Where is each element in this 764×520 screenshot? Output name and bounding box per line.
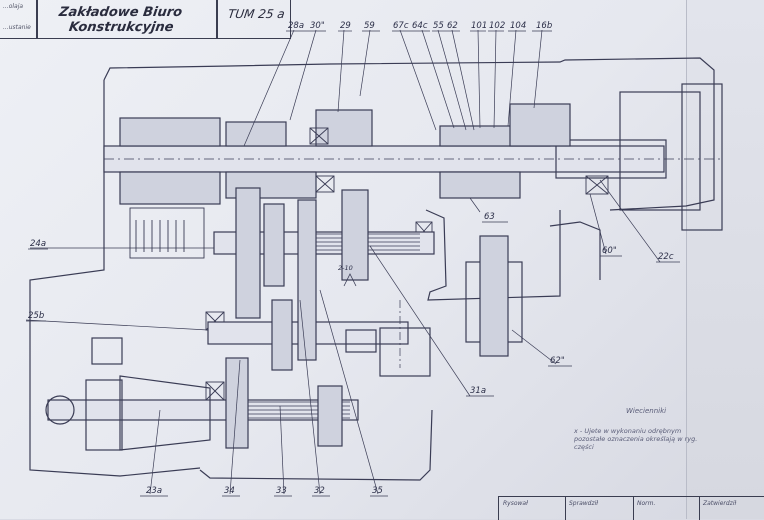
title-block-small-top: ...olaja [3,3,24,10]
callout-label: 62" [550,356,565,366]
chuck-flange [619,91,701,211]
callout-label: 28a [288,21,304,31]
legend-line: pozostałe oznaczenia określają w ryg. cz… [574,435,698,451]
callout-label: 29 [340,21,351,31]
callout-label: 104 [510,21,526,31]
callout-label: 59 [364,21,375,31]
adjacent-sheet [686,0,764,519]
callout-label: 30" [310,21,325,31]
signature-cell: Rysował [503,500,528,507]
callout-label: 22c [658,252,674,262]
callout-label: 101 [471,21,487,31]
callout-label: 25b [28,311,44,321]
callout-label: 63 [484,212,495,222]
callout-label: 32 [314,486,325,496]
chuck-body [681,83,723,231]
spindle-nose [555,139,667,179]
signature-cell: Norm. [637,500,656,507]
callout-label: 33 [276,486,287,496]
title-block: ...olaja ...ustanie Zakładowe Biuro Kons… [0,0,291,39]
callout-label: 64c [412,21,428,31]
title-block-small-bottom: ...ustanie [3,24,31,31]
coupling-block [379,327,431,377]
title-block-divider [36,0,38,38]
callout-label: 31a [470,386,486,396]
callout-label: 35 [372,486,383,496]
callout-label: 102 [489,21,505,31]
callout-label: 55 [433,21,444,31]
callout-label: 60" [602,246,617,256]
legend-heading: Wiecienniki [626,407,667,415]
callout-label: 16b [536,21,552,31]
aux-housing [425,209,561,301]
legend-notes: Wiecienniki x - Ujete w wykonaniu odrębn… [574,407,714,451]
bearing-housing [85,379,123,451]
signature-block: Rysował Sprawdził Norm. Zatwierdził [498,496,764,520]
callout-label: 34 [224,486,235,496]
callout-label: 23a [146,486,162,496]
oil-cap [91,337,123,365]
signature-cell: Sprawdził [569,500,599,507]
housing-outline-left [29,80,201,477]
callout-label: 2-10 [338,264,353,272]
housing-outline-bottom [199,409,433,481]
callout-label: 67c [393,21,409,31]
signature-cell: Zatwierdził [703,500,737,507]
callout-label: 62 [447,21,458,31]
callout-label: 24a [30,239,46,249]
legend-line: x - Ujete w wykonaniu odrębnym [574,427,682,435]
hub [45,395,75,425]
title-block-divider [216,0,218,38]
tail-cone [119,375,211,451]
housing-outline [103,57,715,211]
